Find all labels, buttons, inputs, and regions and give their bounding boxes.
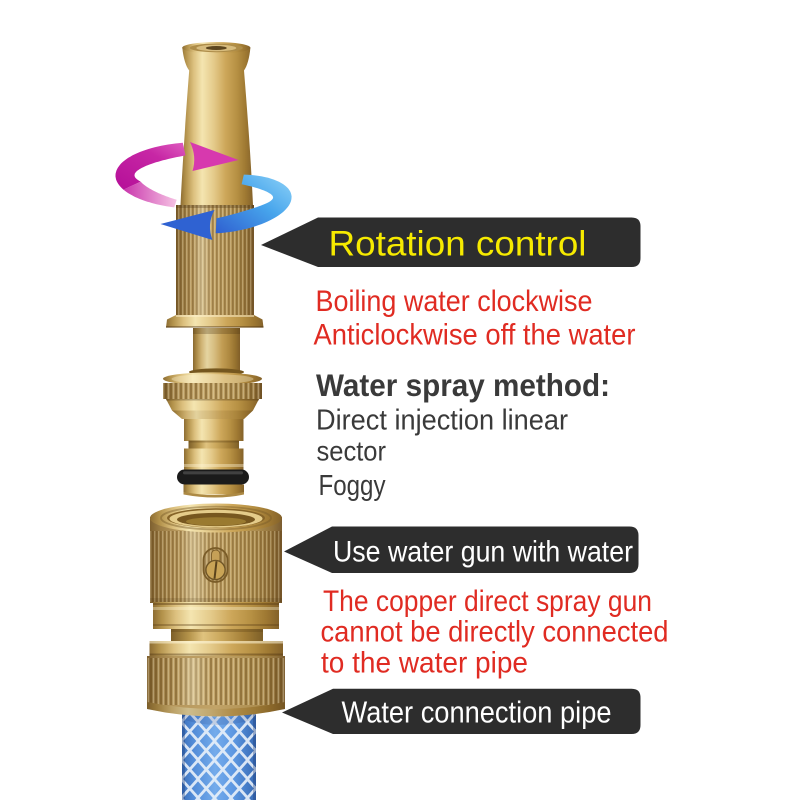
svg-text:Water spray method:: Water spray method: (316, 367, 610, 403)
svg-text:Anticlockwise off the water: Anticlockwise off the water (314, 318, 636, 351)
svg-text:Foggy: Foggy (319, 470, 386, 502)
svg-text:Use water gun with water: Use water gun with water (333, 536, 633, 569)
svg-text:Boiling water clockwise: Boiling water clockwise (316, 285, 593, 318)
svg-text:sector: sector (317, 436, 387, 467)
svg-text:Water connection pipe: Water connection pipe (342, 695, 612, 729)
svg-text:cannot be directly connected: cannot be directly connected (321, 616, 669, 649)
svg-text:to the water pipe: to the water pipe (321, 647, 528, 680)
svg-text:Rotation control: Rotation control (329, 225, 587, 264)
svg-text:Direct injection linear: Direct injection linear (316, 405, 568, 437)
svg-text:The copper direct spray gun: The copper direct spray gun (323, 585, 652, 618)
